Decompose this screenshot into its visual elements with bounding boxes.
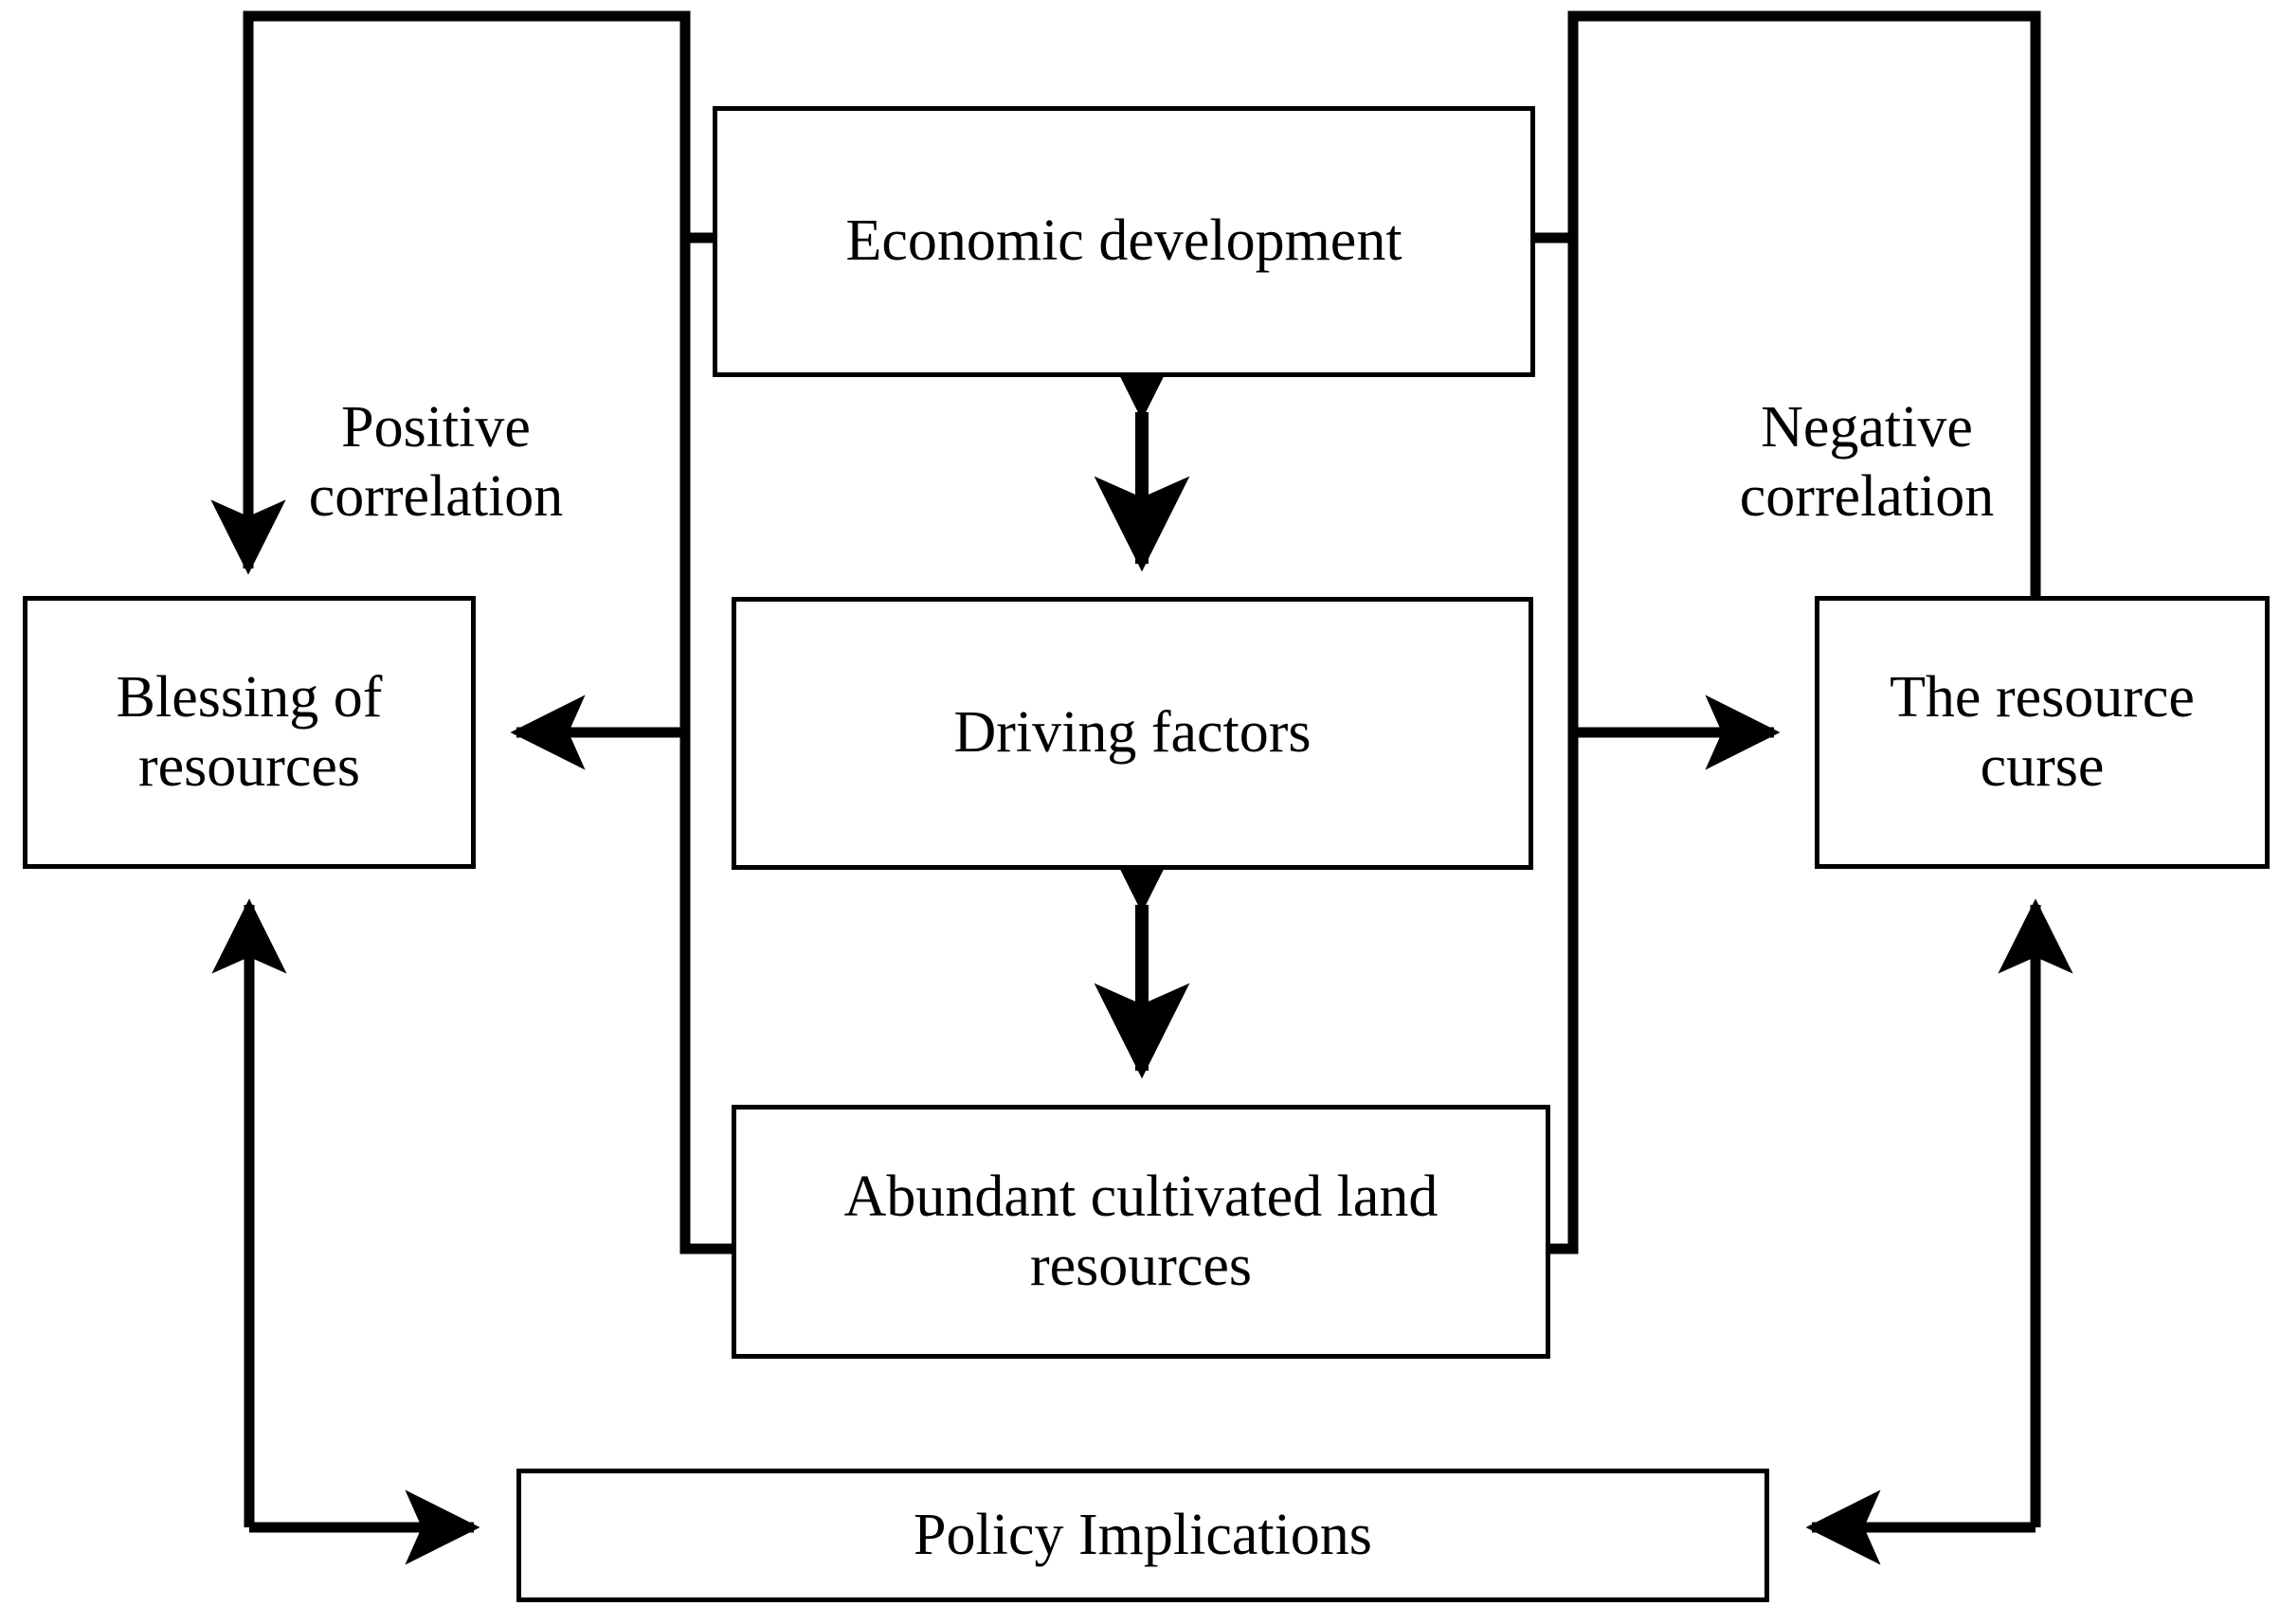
node-abundant-cultivated-land-resources[interactable]: Abundant cultivated land resources [732,1105,1550,1359]
edge-blessing-to-policy [211,898,480,1565]
edge-label-negative-correlation: Negative correlation [1739,395,1995,530]
edge-economic-to-resource-curse [1535,10,2041,596]
node-economic-development-label: Economic development [845,208,1402,274]
node-abundant-cultivated-land-resources-label: Abundant cultivated land resources [843,1164,1439,1298]
edge-driving-to-resource-curse [1550,238,1781,1254]
node-the-resource-curse[interactable]: The resource curse [1815,596,2270,869]
node-economic-development[interactable]: Economic development [713,106,1535,377]
edge-economic-to-blessing [210,10,713,575]
edge-driving-to-blessing [510,238,732,1254]
node-blessing-of-resources[interactable]: Blessing of resources [23,596,476,869]
edge-resource-curse-to-policy [1805,898,2073,1565]
node-driving-factors-label: Driving factors [953,700,1312,766]
node-policy-implications-label: Policy Implications [914,1502,1372,1567]
node-the-resource-curse-label: The resource curse [1890,664,2195,799]
edge-label-positive-correlation: Positive correlation [308,395,564,530]
node-driving-factors[interactable]: Driving factors [732,597,1533,870]
node-policy-implications[interactable]: Policy Implications [516,1469,1769,1602]
node-blessing-of-resources-label: Blessing of resources [116,664,383,799]
